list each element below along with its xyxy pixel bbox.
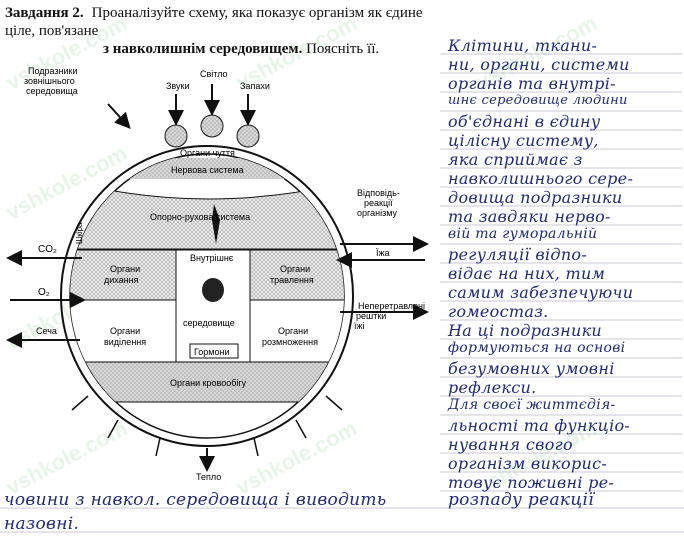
heart-icon [202, 278, 224, 302]
hw-line: та завдяки нерво- [448, 207, 611, 226]
hw-line: самим забезпечуючи [448, 283, 634, 302]
hw-line: На ці подразники [448, 321, 603, 340]
label-light: Світло [200, 69, 228, 79]
spine-shape [212, 204, 220, 244]
task-text-rest: Поясніть її. [302, 41, 380, 57]
hormones-box [189, 343, 239, 359]
label-food: Їжа [376, 248, 390, 258]
sense-organ-light [200, 114, 224, 138]
body-outer-outline [60, 145, 354, 447]
hw-bottom-right: розпаду реакції [448, 490, 594, 510]
hw-line: безумовних умовні [448, 359, 615, 378]
label-o2: O₂ [38, 287, 50, 298]
handwritten-answer: Клітини, ткани- ни, органи, системи орга… [440, 36, 682, 506]
label-skin: Шкіра [75, 222, 84, 244]
label-sense-organs: Органи чуття [180, 148, 235, 158]
hw-line: організм викорис- [448, 454, 608, 473]
label-musculo: Опорно-рухова система [150, 212, 250, 222]
hw-line: регуляції відпо- [448, 245, 588, 264]
circulation-band [70, 361, 344, 403]
label-hormones: Гормони [194, 347, 229, 357]
reproduction-block [249, 299, 344, 363]
hw-line: формуються на основі [448, 340, 626, 356]
task-number: Завдання 2. [5, 5, 84, 21]
hw-bottom-line2: назовні. [4, 514, 80, 534]
internal-environment-box [175, 249, 251, 363]
label-internal: Внутрішнє [190, 253, 234, 263]
hw-line: цілісну систему, [448, 131, 599, 150]
task-header: Завдання 2.Проаналізуйте схему, яка пока… [5, 4, 445, 58]
excretion-block [70, 299, 177, 363]
hw-line: Для своєї життєдія- [448, 397, 616, 413]
bottom-lines [0, 507, 684, 533]
label-circulation: Органи кровообігу [170, 378, 247, 388]
label-heat: Тепло [196, 472, 221, 482]
hw-line: Клітини, ткани- [448, 36, 598, 55]
hw-line: яка сприймає з [448, 150, 583, 169]
label-urine: Сеча [36, 326, 57, 336]
label-co2: CO₂ [38, 244, 57, 255]
hw-line: навколишнього сере- [448, 169, 634, 188]
hw-line: гомеостаз. [448, 302, 549, 321]
hw-line: відає на них, тим [448, 264, 606, 283]
label-sounds: Звуки [166, 81, 189, 91]
hw-line: рефлекси. [448, 378, 537, 397]
label-nervous: Нервова система [171, 165, 244, 175]
hw-line: нування свого [448, 435, 573, 454]
heat-rays [71, 395, 343, 457]
hw-line: ни, органи, системи [448, 55, 630, 74]
label-smells: Запахи [240, 81, 270, 91]
bottom-handwriting: човини з навкол. середовища і виводить р… [0, 488, 684, 541]
hw-line: об'єднані в єдину [448, 112, 601, 131]
hw-line: товує поживні ре- [448, 473, 615, 492]
task-text-line1: Проаналізуйте схему, яка показує організ… [5, 5, 423, 39]
hw-bottom-left: човини з навкол. середовища і виводить [4, 490, 387, 510]
notebook-lines [440, 53, 682, 492]
label-environment: середовище [183, 318, 235, 328]
task-text-bold: з навколишнім середовищем. [103, 41, 303, 57]
sense-organ-sound [164, 124, 188, 148]
breathing-block [70, 249, 177, 301]
hw-line: довища подразники [448, 188, 623, 207]
sense-organ-smell [236, 124, 260, 148]
hw-line: вій та гуморальній [448, 226, 598, 242]
hw-line: органів та внутрі- [448, 74, 616, 93]
arrow-stimuli [107, 103, 131, 129]
hw-line: шнє середовище людини [448, 93, 628, 108]
hw-line: льності та функціо- [448, 416, 631, 435]
